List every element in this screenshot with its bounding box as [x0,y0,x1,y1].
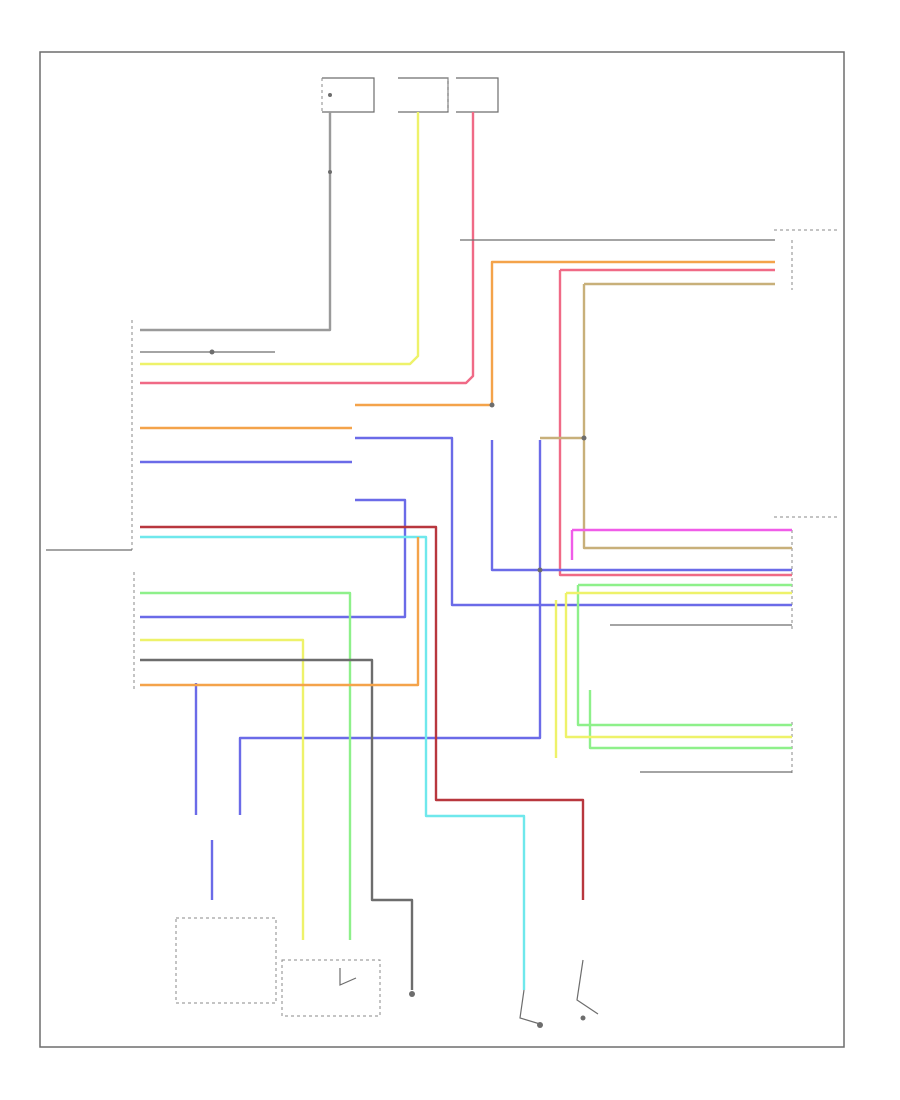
diagram-frame [39,51,845,1048]
headlight-ground-module [409,991,415,997]
wire-brown [140,525,585,900]
wire-green-left [140,591,352,940]
wire-black [140,658,414,990]
splice-blue [537,567,543,573]
body-control-module [46,320,133,551]
suspension-switch [281,959,381,1017]
splice-gray [328,170,332,174]
hot-in-run-connector-middle [398,77,449,113]
wire-orange-lower [140,537,420,687]
wire-blue-3 [490,440,792,572]
wire-cyan [140,535,526,990]
wire-blue-5 [238,440,542,815]
right-module-top [774,229,840,290]
wire-yellow-lower [140,638,305,940]
splice-tan [581,435,587,441]
wire-pink-hot [140,112,475,385]
wire-yellow-ign [140,112,420,366]
wire-orange-can [355,260,775,407]
wire-blue-2 [355,436,792,607]
wire-green-right-2 [588,690,792,750]
hot-in-run-connector-left [321,77,375,113]
wire-blue-4 [140,498,407,619]
wire-red-down [558,270,792,577]
right-wheel-speed-sensor [576,959,599,1021]
right-rear-sensor [774,516,840,630]
hot-in-run-connector-right [456,77,499,113]
wire-tan-2 [582,284,792,550]
splice-black [209,349,215,355]
left-wheel-speed-sensor [519,989,543,1028]
wire-magenta [570,528,792,560]
display-module [175,917,277,1004]
wire-yellow-right [554,591,792,758]
splice-orange [489,402,495,408]
wire-green-right [576,583,792,727]
wire-gray-hot [140,112,332,332]
